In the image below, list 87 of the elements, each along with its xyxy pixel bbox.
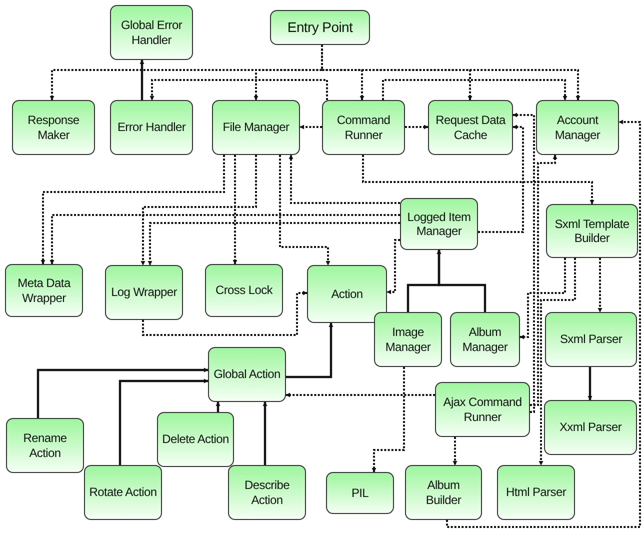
component-label: Global Error Handler	[120, 18, 184, 47]
dotted-arrow	[279, 155, 330, 266]
component-box	[157, 412, 234, 467]
component-box	[208, 347, 286, 402]
component-label: Entry Point	[287, 19, 353, 36]
component-box	[110, 5, 193, 60]
solid-arrow	[588, 367, 592, 400]
component-label: Log Wrapper	[111, 285, 177, 300]
component-label: File Manager	[222, 120, 290, 135]
dotted-arrow	[142, 290, 308, 336]
component-box	[326, 472, 394, 514]
dotted-arrow	[40, 155, 225, 264]
component-box	[536, 100, 619, 155]
dotted-arrow	[538, 258, 576, 466]
component-label: Global Action	[214, 367, 280, 382]
component-label: Account Manager	[554, 113, 602, 142]
component-box	[5, 264, 83, 317]
solid-arrow	[140, 60, 144, 100]
component-box	[12, 100, 95, 155]
component-box	[497, 465, 575, 520]
component-label: Html Parser	[506, 485, 566, 500]
component-box	[450, 312, 520, 367]
component-label: Xxml Parser	[559, 420, 622, 435]
component-box	[546, 204, 638, 258]
component-label: Ajax Command Runner	[442, 395, 523, 424]
solid-arrow	[286, 322, 334, 378]
component-box	[6, 418, 84, 473]
dotted-arrow	[512, 112, 535, 413]
dotted-arrow	[148, 222, 400, 266]
dotted-arrow	[321, 45, 580, 100]
component-label: Rotate Action	[89, 485, 157, 500]
component-box	[405, 465, 482, 520]
component-box	[307, 265, 387, 323]
component-box	[84, 465, 162, 520]
component-label: Meta Data Wrapper	[16, 276, 72, 305]
component-box	[400, 198, 478, 250]
dotted-arrow	[405, 124, 428, 130]
dotted-arrow	[382, 79, 568, 100]
component-label: Album Manager	[461, 325, 509, 354]
dotted-arrow	[300, 124, 322, 130]
component-box	[105, 265, 183, 320]
dotted-arrow	[530, 154, 558, 406]
dotted-arrow	[520, 258, 566, 340]
solid-arrow	[216, 402, 220, 412]
component-box	[110, 100, 193, 155]
component-label: Error Handler	[117, 120, 186, 135]
component-label: Sxml Template Builder	[554, 216, 630, 246]
component-box	[428, 100, 513, 155]
component-label: PIL	[351, 486, 369, 500]
solid-arrow	[436, 250, 486, 312]
component-box	[544, 400, 637, 455]
component-box	[212, 100, 300, 155]
dotted-arrow	[372, 367, 405, 472]
dotted-arrow	[598, 258, 602, 312]
component-label: Delete Action	[162, 432, 229, 447]
dotted-arrow	[478, 124, 524, 233]
component-label: Action	[331, 286, 363, 302]
component-box	[374, 312, 442, 367]
component-label: Album Builder	[424, 478, 462, 507]
component-label: Sxml Parser	[560, 332, 622, 347]
component-label: Command Runner	[336, 113, 392, 142]
dotted-arrow	[286, 392, 435, 398]
dotted-arrow	[386, 239, 400, 294]
component-box	[435, 382, 530, 437]
component-label: Rename Action	[22, 431, 68, 460]
component-label: Image Manager	[384, 325, 432, 354]
component-box	[228, 465, 306, 520]
component-box	[205, 264, 283, 317]
component-box	[270, 10, 370, 45]
solid-arrow	[118, 378, 208, 465]
dotted-arrow	[140, 155, 257, 266]
component-box	[545, 312, 637, 367]
component-label: Response Maker	[26, 113, 80, 142]
component-label: Describe Action	[244, 478, 290, 507]
dotted-arrow	[452, 437, 458, 466]
dotted-arrow	[362, 155, 594, 204]
dotted-arrow	[232, 155, 238, 264]
dotted-arrow	[288, 154, 400, 204]
solid-arrow	[36, 368, 208, 418]
solid-arrow	[262, 402, 268, 465]
component-box	[322, 100, 405, 155]
component-label: Request Data Cache	[434, 113, 507, 142]
dotted-arrow	[446, 120, 641, 528]
component-label: Cross Lock	[215, 283, 273, 298]
dotted-arrow	[50, 214, 400, 264]
component-label: Logged Item Manager	[406, 210, 472, 238]
dotted-arrow	[150, 79, 328, 100]
